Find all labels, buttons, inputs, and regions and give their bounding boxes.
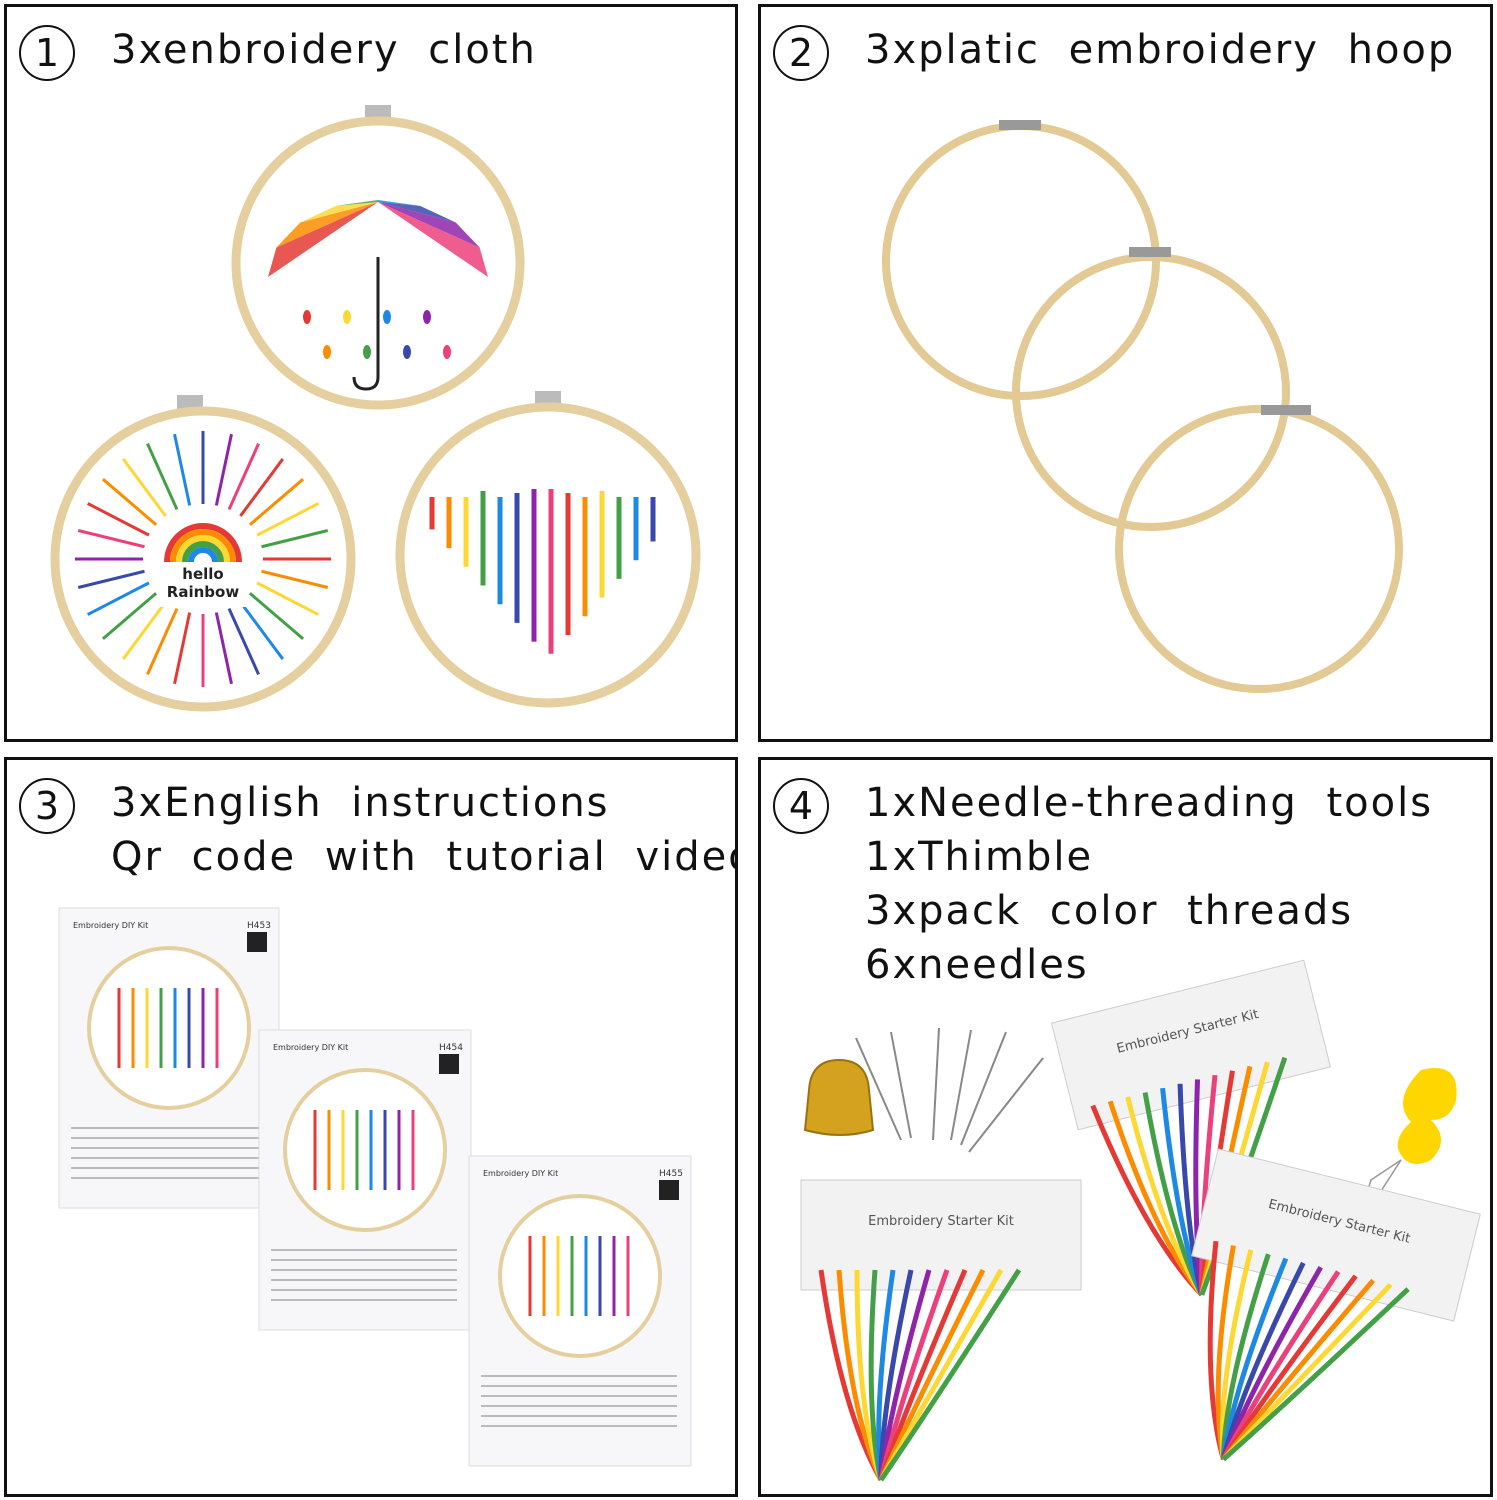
rainbow-arc xyxy=(182,541,224,563)
raindrop xyxy=(403,345,411,359)
stitch-ray xyxy=(101,592,158,640)
raindrop xyxy=(363,345,371,359)
hoop-hello-rainbow: hello Rainbow xyxy=(50,395,356,712)
thimble-icon xyxy=(803,1058,875,1136)
title-line-4: 6xneedles xyxy=(865,942,1089,988)
panel-title: 3xenbroidery cloth xyxy=(111,27,537,73)
stitch-ray xyxy=(121,458,167,517)
sheet-code: H455 xyxy=(659,1169,683,1179)
rainbow-arc xyxy=(176,535,230,563)
thread-card: Embroidery Starter Kit xyxy=(1191,1148,1481,1462)
umbrella-panel xyxy=(378,202,480,248)
umbrella-panel xyxy=(378,200,421,206)
rainbow-arc xyxy=(170,529,236,563)
step-number: 4 xyxy=(773,778,829,834)
hoop-heart xyxy=(395,391,701,708)
panel-embroidery-cloth: 1 3xenbroidery cloth hello Rainbow xyxy=(4,4,738,742)
sheet-hoop xyxy=(498,1194,662,1358)
stitch-ray xyxy=(121,601,167,660)
hoops-illustration xyxy=(882,120,1403,693)
step-number: 1 xyxy=(19,25,75,81)
thread-card: Embroidery Starter Kit xyxy=(800,1179,1082,1482)
thread-skein xyxy=(1221,1287,1410,1462)
sheet-title: Embroidery DIY Kit xyxy=(483,1169,558,1178)
card-label: Embroidery Starter Kit xyxy=(868,1214,1014,1229)
stitch-ray xyxy=(77,569,145,589)
umbrella-panel xyxy=(378,202,488,277)
hoop-3 xyxy=(1115,405,1403,693)
hoop-umbrella xyxy=(231,105,525,410)
stitch-ray xyxy=(227,607,260,675)
qr-code-icon xyxy=(247,932,267,952)
stitch-ray xyxy=(239,458,285,517)
sheet-hoop xyxy=(283,1068,447,1232)
stitch-ray xyxy=(248,478,305,526)
raindrop xyxy=(343,310,351,324)
hoop-text-hello: hello xyxy=(182,565,223,583)
title-line-2: 1xThimble xyxy=(865,834,1094,880)
stitch-ray xyxy=(261,569,329,589)
stitch-ray xyxy=(146,443,179,511)
panel-tools: 4 1xNeedle-threading tools 1xThimble 3xp… xyxy=(758,757,1493,1497)
stitch-ray xyxy=(86,581,150,616)
sheet-code: H454 xyxy=(439,1043,463,1053)
stitch-ray xyxy=(214,612,233,685)
raindrop xyxy=(303,310,311,324)
panel-embroidery-hoop: 2 3xplatic embroidery hoop xyxy=(758,4,1493,742)
umbrella-panel xyxy=(300,202,378,223)
instruction-sheet: Embroidery DIY Kit H453 xyxy=(58,907,280,1209)
raindrop xyxy=(443,345,451,359)
sheet-title: Embroidery DIY Kit xyxy=(273,1043,348,1052)
stitch-ray xyxy=(227,443,260,511)
raindrop xyxy=(423,310,431,324)
thread-card: Embroidery Starter Kit xyxy=(1050,959,1332,1297)
qr-code-icon xyxy=(659,1180,679,1200)
stitch-ray xyxy=(261,529,329,549)
rainbow-arc xyxy=(188,547,218,563)
stitch-ray xyxy=(256,502,320,537)
stitch-ray xyxy=(173,433,192,506)
panel-title: 3xplatic embroidery hoop xyxy=(865,27,1456,73)
thread-skein xyxy=(878,1268,1022,1482)
stitch-ray xyxy=(86,502,150,537)
hoop-text-rainbow: Rainbow xyxy=(167,583,240,601)
stitch-ray xyxy=(256,581,320,616)
stitch-ray xyxy=(239,601,285,660)
raindrop xyxy=(323,345,331,359)
title-line-1: 1xNeedle-threading tools xyxy=(865,780,1434,826)
panel-title: 3xEnglish instructions Qr code with tuto… xyxy=(111,776,738,884)
sheet-code: H453 xyxy=(247,921,271,931)
stitch-ray xyxy=(146,607,179,675)
umbrella-panel xyxy=(276,202,378,248)
panel-instructions: 3 3xEnglish instructions Qr code with tu… xyxy=(4,757,738,1497)
sheet-title: Embroidery DIY Kit xyxy=(73,921,148,930)
umbrella-panel xyxy=(378,202,456,223)
sheet-hoop xyxy=(87,946,251,1110)
title-line-2: Qr code with tutorial video xyxy=(111,834,738,880)
title-line-1: 3xEnglish instructions xyxy=(111,780,610,826)
stitch-ray xyxy=(173,612,192,685)
stitch-ray xyxy=(101,478,158,526)
rainbow-arc xyxy=(164,523,242,563)
umbrella-panel xyxy=(268,202,378,277)
umbrella-panel xyxy=(335,200,378,206)
title-line-3: 3xpack color threads xyxy=(865,888,1354,934)
instruction-sheet: Embroidery DIY Kit H454 xyxy=(258,1029,472,1331)
qr-code-icon xyxy=(439,1054,459,1074)
step-number: 3 xyxy=(19,778,75,834)
raindrop xyxy=(383,310,391,324)
stitch-ray xyxy=(248,592,305,640)
panel-title: 1xNeedle-threading tools 1xThimble 3xpac… xyxy=(865,776,1433,992)
needles-icon xyxy=(855,1027,1044,1153)
step-number: 2 xyxy=(773,25,829,81)
instruction-sheet: Embroidery DIY Kit H455 xyxy=(468,1155,692,1467)
embroidery-cloth-illustration: hello Rainbow xyxy=(50,105,701,712)
stitch-ray xyxy=(214,433,233,506)
stitch-ray xyxy=(77,529,145,549)
